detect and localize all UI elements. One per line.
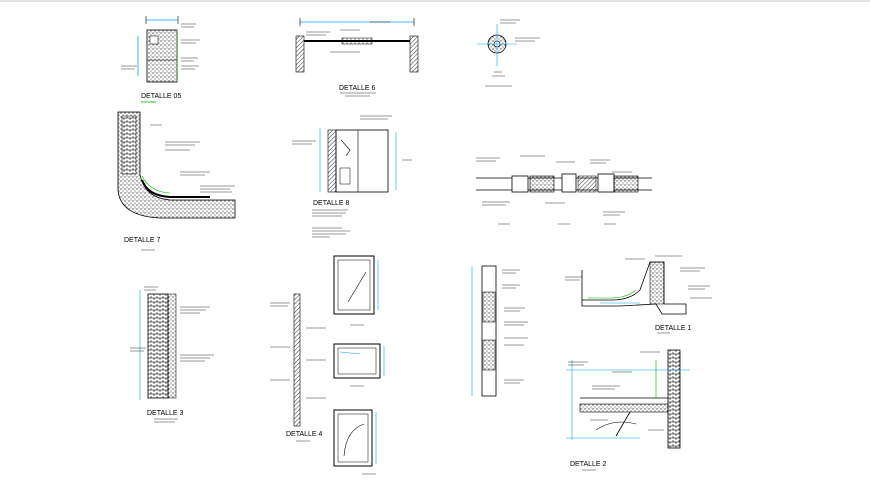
detalle-8-title: DETALLE 8 [313, 200, 350, 207]
detalle-7-title: DETALLE 7 [124, 237, 161, 244]
detalle-4-group: DETALLE 4 [270, 255, 385, 475]
detalle-3-title: DETALLE 3 [147, 410, 184, 417]
detalle-1-title: DETALLE 1 [655, 325, 692, 332]
detalle-6-title: DETALLE 6 [339, 85, 376, 92]
anchor-detail-group [477, 19, 540, 87]
horizontal-section-group [476, 155, 652, 225]
vertical-column-group [471, 265, 528, 397]
detalle-1-group: DETALLE 1 [565, 255, 712, 334]
detalle-7-group: DETALLE 7 [117, 111, 236, 251]
detalle-05-title: DETALLE 05 [141, 93, 181, 100]
detalle-2-title: DETALLE 2 [570, 461, 607, 468]
detalle-05-group: DETALLE 05 [121, 16, 200, 103]
detalle-4-title: DETALLE 4 [286, 431, 323, 438]
detalle-6-group: DETALLE 6 [295, 18, 419, 97]
detalle-8-group: DETALLE 8 [292, 115, 412, 238]
detalle-2-group: DETALLE 2 [566, 349, 690, 471]
detalle-3-group: DETALLE 3 [130, 286, 214, 423]
